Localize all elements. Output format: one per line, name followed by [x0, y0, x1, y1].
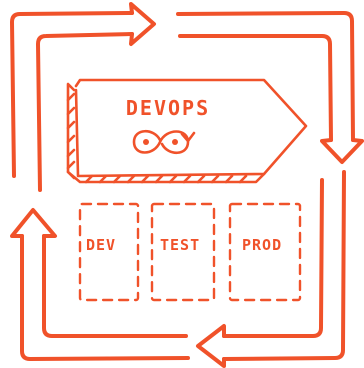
arrow-right-icon	[10, 2, 156, 192]
env-dev-label: DEV	[86, 236, 117, 254]
devops-banner	[66, 78, 308, 184]
env-prod-box	[228, 202, 302, 302]
arrow-down-icon	[176, 11, 364, 164]
infinity-loop-icon	[132, 129, 196, 155]
env-dev-box	[78, 202, 140, 302]
env-test-box	[150, 202, 216, 302]
arrow-left-icon	[196, 170, 346, 368]
diagram-title: DEVOPS	[125, 96, 211, 120]
arrow-up-icon	[10, 208, 190, 361]
env-test-label: TEST	[160, 236, 201, 254]
env-prod-label: PROD	[242, 236, 283, 254]
